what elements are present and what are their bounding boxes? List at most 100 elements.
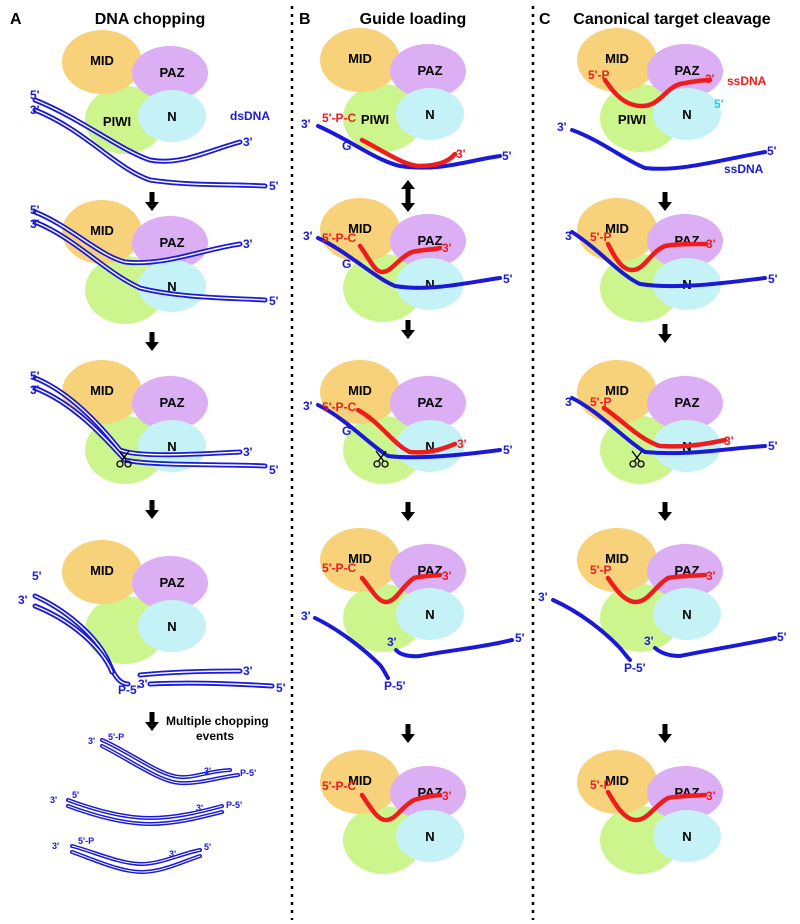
guide-dna	[355, 407, 458, 455]
paz-domain	[647, 544, 723, 598]
dsdna-fragment-highlight	[101, 745, 239, 784]
arrow-down-icon	[658, 324, 672, 343]
label-3prime: 3'	[706, 789, 716, 803]
label-5prime: 5'	[768, 272, 778, 286]
target-dna	[570, 230, 767, 289]
panel-c-letter: C	[539, 11, 551, 28]
label-3prime: 3'	[557, 120, 567, 134]
piwi-label: PIWI	[361, 112, 389, 127]
mid-domain	[320, 360, 400, 424]
dsdna-strand-highlight	[34, 221, 266, 301]
label-5prime: 5'	[503, 443, 513, 457]
label-3prime: 3'	[30, 103, 40, 117]
label-3prime: 3'	[457, 437, 467, 451]
n-domain	[396, 588, 464, 640]
label-5prime: 5'	[768, 439, 778, 453]
label-p5prime: P-5'	[240, 768, 256, 778]
guide-dna	[605, 241, 709, 273]
label-3prime: 3'	[301, 117, 311, 131]
label-3prime: 3'	[724, 434, 734, 448]
label-3prime: 3'	[301, 609, 311, 623]
dsdna-strand-highlight	[139, 670, 241, 676]
label-5prime: 5'	[269, 463, 279, 477]
label-p5prime: P-5'	[118, 683, 140, 697]
mid-label: MID	[348, 383, 372, 398]
guide-dna	[357, 243, 443, 275]
arrow-down-icon	[658, 192, 672, 211]
label-dsdna: dsDNA	[230, 109, 270, 123]
label-3prime: 3'	[442, 241, 452, 255]
mid-domain	[320, 198, 400, 262]
label-3prime: 3'	[243, 445, 253, 459]
guide-dna	[605, 789, 708, 823]
mid-label: MID	[348, 221, 372, 236]
target-dna	[570, 396, 767, 456]
label-3prime: 3'	[538, 590, 548, 604]
n-label: N	[682, 107, 691, 122]
paz-domain	[390, 44, 466, 98]
mid-label: MID	[348, 51, 372, 66]
label-5prime-p: 5'-P	[590, 395, 612, 409]
panel-a-title: DNA chopping	[95, 11, 206, 28]
mid-label: MID	[90, 53, 114, 68]
arrow-down-icon	[145, 500, 159, 519]
label-5prime-p: 5'-P	[590, 778, 612, 792]
label-5prime-p: 5'-P	[108, 732, 124, 742]
guide-dna	[605, 572, 708, 605]
dsdna-fragment-highlight	[71, 845, 201, 865]
label-g: G	[342, 257, 351, 271]
label-3prime: 3'	[18, 593, 28, 607]
strand-layer: 5' 3' 3' 5' dsDNA 5' 3' 3' 5' 5' 3' 3' 5…	[18, 68, 787, 874]
paz-label: PAZ	[674, 63, 699, 78]
label-5prime: 5'	[515, 631, 525, 645]
paz-domain	[647, 766, 723, 820]
n-domain	[653, 588, 721, 640]
multiple-chopping-label: Multiple chopping	[166, 714, 269, 728]
label-5prime-p-c: 5'-P-C	[322, 779, 357, 793]
piwi-label: PIWI	[618, 112, 646, 127]
mid-label: MID	[348, 551, 372, 566]
paz-domain	[132, 556, 208, 610]
arrow-down-icon	[658, 502, 672, 521]
target-dna	[316, 236, 502, 290]
n-label: N	[425, 439, 434, 454]
label-3prime: 3'	[303, 229, 313, 243]
label-5prime-p: 5'-P	[78, 836, 94, 846]
label-5prime: 5'	[714, 97, 724, 111]
label-3prime: 3'	[243, 237, 253, 251]
guide-dna	[359, 137, 458, 169]
mid-label: MID	[90, 563, 114, 578]
label-g: G	[342, 139, 351, 153]
target-fragment	[394, 638, 514, 659]
label-ssdna: ssDNA	[727, 74, 767, 88]
n-label: N	[682, 607, 691, 622]
n-label: N	[425, 277, 434, 292]
label-3prime: 3'	[50, 795, 57, 805]
mid-domain	[577, 528, 657, 592]
panel-a-letter: A	[10, 11, 22, 28]
label-5prime: 5'	[269, 179, 279, 193]
dsdna-fragment-highlight	[67, 805, 223, 825]
label-5prime: 5'	[269, 294, 279, 308]
mid-domain	[577, 360, 657, 424]
label-g: G	[342, 424, 351, 438]
label-3prime: 3'	[706, 569, 716, 583]
n-label: N	[167, 279, 176, 294]
label-5prime: 5'	[767, 144, 777, 158]
label-5prime-p: 5'-P	[588, 68, 610, 82]
n-label: N	[425, 829, 434, 844]
mid-label: MID	[605, 551, 629, 566]
label-3prime: 3'	[138, 677, 148, 691]
label-3prime: 3'	[243, 135, 253, 149]
target-dna	[316, 403, 502, 460]
mid-domain	[62, 540, 142, 604]
label-3prime: 3'	[88, 736, 95, 746]
n-domain	[396, 88, 464, 140]
